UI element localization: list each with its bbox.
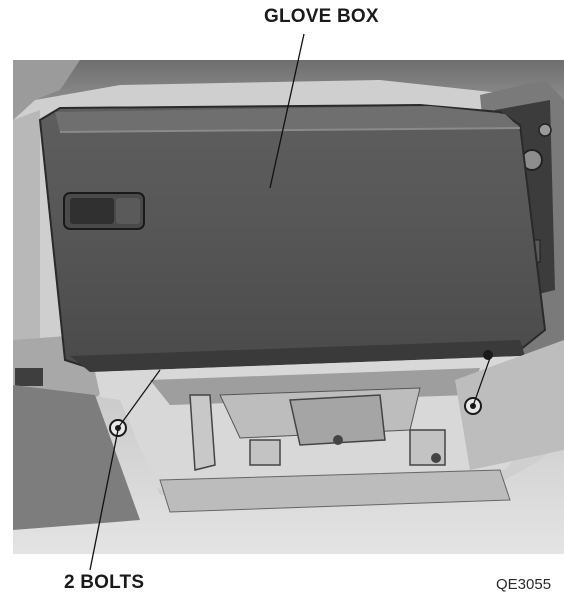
- glove-box-callout: GLOVE BOX: [264, 6, 379, 27]
- glove-box-door: [38, 103, 547, 370]
- glove-box-handle: [63, 192, 145, 230]
- left-dash-panel: [13, 110, 40, 350]
- glove-box-leader-line: [269, 33, 305, 189]
- floor-console: [13, 385, 564, 554]
- bolts-leader-line-3: [472, 357, 491, 407]
- figure-code: QE3055: [496, 576, 552, 593]
- bolts-callout: 2 BOLTS: [64, 572, 145, 593]
- bolts-leader-line-2: [117, 369, 161, 429]
- dashboard-upper: [13, 60, 564, 120]
- bolts-leader-line: [89, 429, 119, 571]
